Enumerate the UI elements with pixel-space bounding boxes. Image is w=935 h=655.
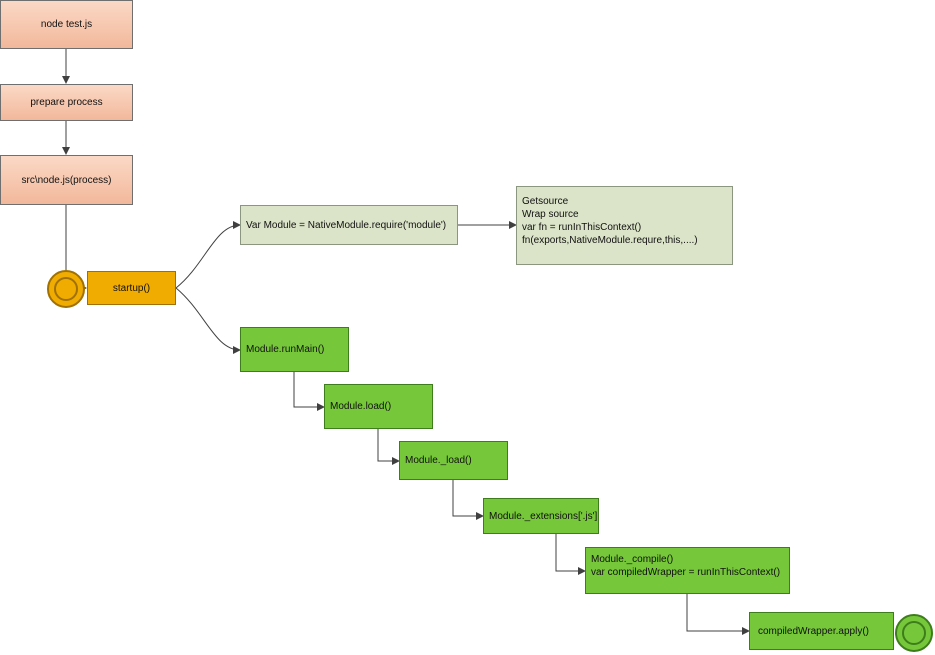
startup-label: startup() <box>112 282 151 294</box>
getsource-line-4: fn(exports,NativeModule.requre,this,....… <box>522 235 698 246</box>
arrow-load-to-_load <box>377 429 400 465</box>
run-main-label: Module.runMain() <box>246 344 325 355</box>
arrow-runmain-to-load <box>293 372 325 411</box>
getsource-line-3: var fn = runInThisContext() <box>522 222 642 233</box>
node-command-box: node test.js <box>0 0 133 49</box>
arrow-compile-to-apply <box>686 594 750 635</box>
arrow-startup-to-runmain <box>175 287 241 354</box>
module-private-load-box: Module._load() <box>399 441 508 480</box>
module-compile-line-2: var compiledWrapper = runInThisContext() <box>591 567 781 578</box>
node-command-label: node test.js <box>40 19 93 30</box>
startup-box: startup() <box>87 271 176 305</box>
module-load-box: Module.load() <box>324 384 433 429</box>
end-node-icon <box>895 614 933 652</box>
start-node-icon <box>47 270 85 308</box>
node-js-box: src\node.js(process) <box>0 155 133 205</box>
start-node-inner-ring <box>54 277 78 301</box>
arrow-extensions-to-compile <box>555 534 586 575</box>
arrow-startup-to-varmodule <box>175 221 241 289</box>
module-compile-line-1: Module._compile() <box>591 554 674 565</box>
var-module-label: Var Module = NativeModule.require('modul… <box>246 219 447 231</box>
module-extensions-box: Module._extensions['.js'] <box>483 498 599 534</box>
compiled-wrapper-apply-box: compiledWrapper.apply() <box>749 612 894 650</box>
var-module-box: Var Module = NativeModule.require('modul… <box>240 205 458 245</box>
end-node-inner-ring <box>902 621 926 645</box>
prepare-process-box: prepare process <box>0 84 133 121</box>
getsource-line-1: Getsource <box>522 196 569 207</box>
run-main-box: Module.runMain() <box>240 327 349 372</box>
compiled-wrapper-apply-label: compiledWrapper.apply() <box>758 625 869 637</box>
getsource-box: Getsource Wrap source var fn = runInThis… <box>516 186 733 265</box>
getsource-line-2: Wrap source <box>522 209 579 220</box>
module-extensions-label: Module._extensions['.js'] <box>489 510 598 522</box>
node-js-label: src\node.js(process) <box>21 174 112 186</box>
module-private-load-label: Module._load() <box>405 455 472 466</box>
module-load-label: Module.load() <box>330 401 392 412</box>
module-compile-box: Module._compile() var compiledWrapper = … <box>585 547 790 594</box>
arrow-_load-to-extensions <box>452 480 484 520</box>
prepare-process-label: prepare process <box>30 97 103 108</box>
